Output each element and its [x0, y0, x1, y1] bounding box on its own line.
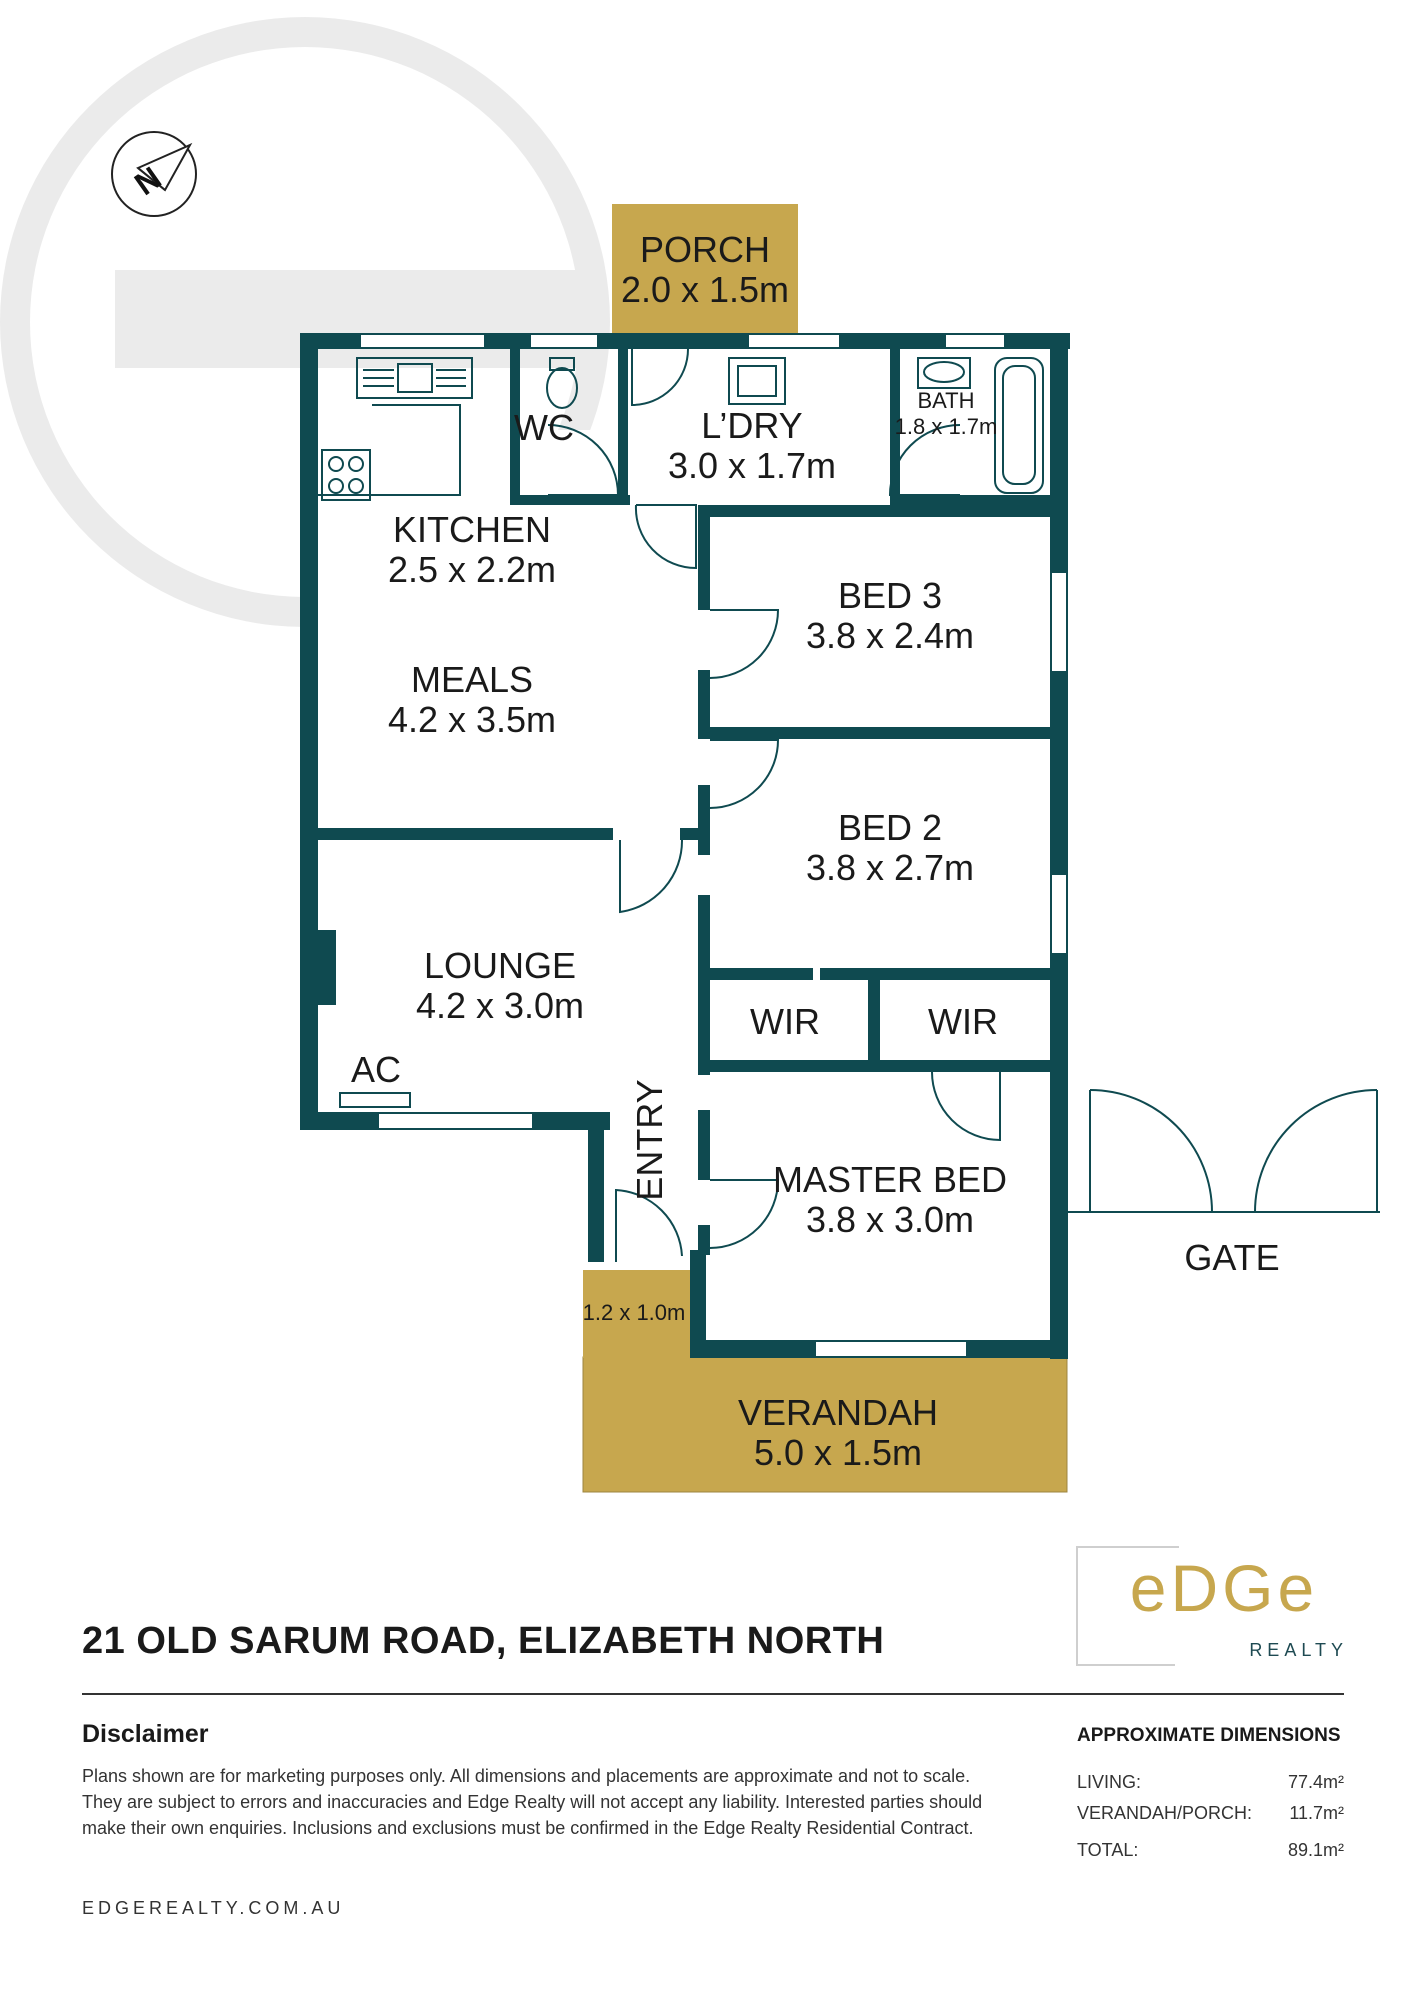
wc-label: WC [514, 407, 574, 448]
verandah-area [582, 1356, 1068, 1493]
gate-label: GATE [1184, 1237, 1279, 1278]
bath-dims: 1.8 x 1.7m [895, 414, 998, 439]
bath-label: BATH [917, 388, 974, 413]
entry-label: ENTRY [629, 1079, 670, 1200]
wir-label-2: WIR [928, 1001, 998, 1042]
fixtures [318, 357, 1044, 1108]
doors [547, 348, 1001, 1262]
porch-dims: 2.0 x 1.5m [621, 269, 789, 310]
ac-label: AC [351, 1049, 401, 1090]
dimension-value: 77.4m² [1287, 1772, 1344, 1792]
porch-label: PORCH [640, 229, 770, 270]
dimension-value: 11.7m² [1289, 1803, 1344, 1823]
dimensions-row-total: TOTAL: 89.1m² [1077, 1840, 1344, 1861]
laundry-label: L’DRY [701, 405, 802, 446]
master-dims: 3.8 x 3.0m [806, 1199, 974, 1240]
kitchen-dims: 2.5 x 2.2m [388, 549, 556, 590]
logo-frame [1076, 1546, 1179, 1666]
gate [1068, 1089, 1380, 1213]
divider [82, 1693, 1344, 1695]
website-link[interactable]: EDGEREALTY.COM.AU [82, 1898, 345, 1918]
dimension-value: 89.1m² [1287, 1840, 1344, 1860]
verandah-label: VERANDAH [738, 1392, 938, 1433]
meals-dims: 4.2 x 3.5m [388, 699, 556, 740]
master-label: MASTER BED [773, 1159, 1007, 1200]
dimension-label: LIVING: [1077, 1772, 1142, 1792]
disclaimer-title: Disclaimer [82, 1720, 209, 1748]
wir-label-1: WIR [750, 1001, 820, 1042]
bed3-label: BED 3 [838, 575, 942, 616]
verandah-dims: 5.0 x 1.5m [754, 1432, 922, 1473]
floor-plan: N [0, 17, 1380, 1493]
lounge-label: LOUNGE [424, 945, 576, 986]
compass-icon: N [111, 131, 197, 217]
brand-wordmark: eDGe [1129, 1551, 1319, 1625]
lounge-dims: 4.2 x 3.0m [416, 985, 584, 1026]
meals-label: MEALS [411, 659, 533, 700]
windows [359, 333, 1068, 1358]
dimensions-row-living: LIVING: 77.4m² [1077, 1772, 1344, 1793]
dimension-label: TOTAL: [1077, 1840, 1139, 1860]
brand-sub: REALTY [1249, 1640, 1348, 1660]
bed2-dims: 3.8 x 2.7m [806, 847, 974, 888]
property-address: 21 OLD SARUM ROAD, ELIZABETH NORTH [82, 1620, 885, 1662]
bed2-label: BED 2 [838, 807, 942, 848]
dimension-label: VERANDAH/PORCH: [1077, 1803, 1253, 1823]
dimensions-title: APPROXIMATE DIMENSIONS [1077, 1725, 1341, 1746]
small-porch-area [583, 1270, 690, 1358]
porch-area [612, 204, 798, 334]
kitchen-label: KITCHEN [393, 509, 551, 550]
laundry-dims: 3.0 x 1.7m [668, 445, 836, 486]
small-porch-dims: 1.2 x 1.0m [583, 1300, 686, 1325]
dimensions-row-verandah: VERANDAH/PORCH: 11.7m² [1077, 1803, 1344, 1824]
disclaimer-text: Plans shown are for marketing purposes o… [82, 1766, 983, 1838]
bed3-dims: 3.8 x 2.4m [806, 615, 974, 656]
